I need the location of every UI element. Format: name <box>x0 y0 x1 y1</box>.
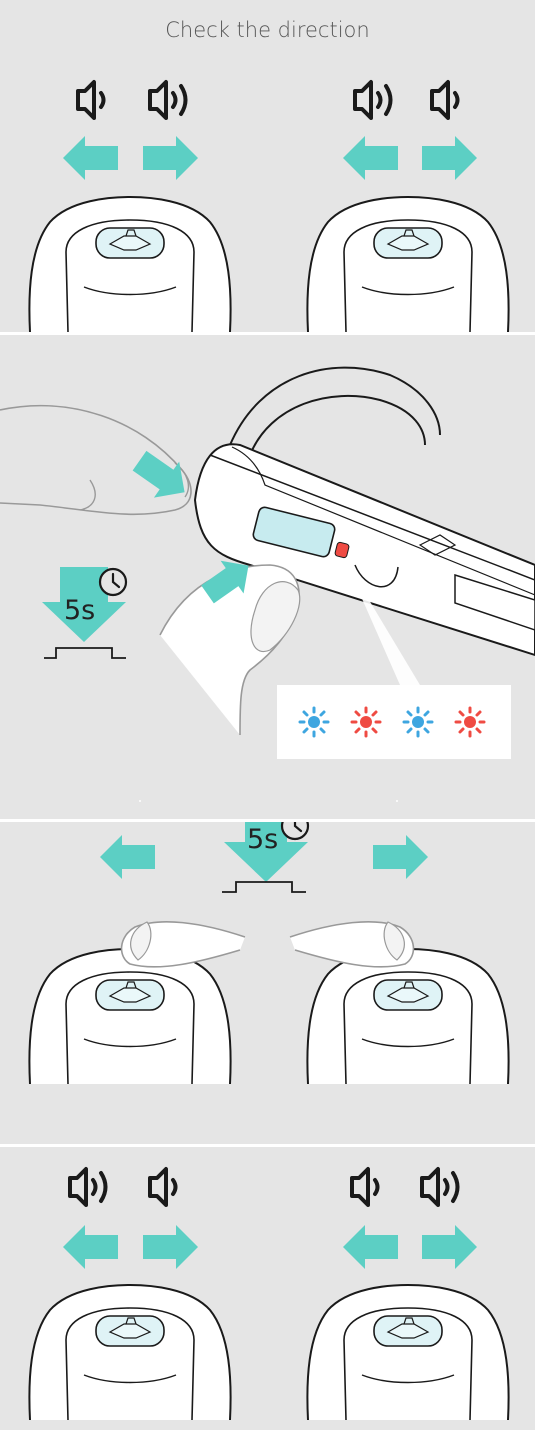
speaker-soft-icon <box>352 1169 378 1205</box>
finger-icon <box>122 922 245 967</box>
arrow-left-icon <box>100 835 155 879</box>
earpiece-left <box>29 197 230 332</box>
arrow-right-icon <box>143 1225 198 1269</box>
arrow-right-icon <box>422 136 477 180</box>
panel-check-direction: Check the direction <box>0 0 535 332</box>
earpiece-right <box>307 949 508 1084</box>
arrow-right-icon <box>373 835 428 879</box>
earpiece-left <box>29 949 230 1084</box>
sync-illustration <box>0 822 535 1144</box>
earpiece-right <box>307 1285 508 1420</box>
speaker-loud-icon <box>422 1169 458 1205</box>
led-blink-blue-icon <box>300 708 328 736</box>
clock-icon <box>282 822 308 839</box>
speaker-soft-icon <box>78 82 104 118</box>
led-blink-blue-icon <box>404 708 432 736</box>
speaker-loud-icon <box>150 82 186 118</box>
speaker-loud-icon <box>355 82 391 118</box>
arrow-left-icon <box>343 136 398 180</box>
direction-illustration <box>0 0 535 332</box>
led-blink-red-icon <box>352 708 380 736</box>
led-sequence <box>277 685 511 759</box>
arrow-right-icon <box>422 1225 477 1269</box>
led-blink-red-icon <box>456 708 484 736</box>
arrow-left-icon <box>63 1225 118 1269</box>
timer-label: 5s <box>64 595 95 626</box>
timer-label: 5s <box>247 824 278 855</box>
panel-result-direction <box>0 1147 535 1430</box>
arrow-right-icon <box>143 136 198 180</box>
result-illustration <box>0 1147 535 1430</box>
panel-press-buttons: 5s <box>0 335 535 819</box>
speaker-soft-icon <box>150 1169 176 1205</box>
arrow-left-icon <box>343 1225 398 1269</box>
clock-icon <box>100 569 126 595</box>
arrow-left-icon <box>63 136 118 180</box>
speaker-loud-icon <box>70 1169 106 1205</box>
led-indicator-box <box>277 685 511 759</box>
earpiece-left <box>29 1285 230 1420</box>
earpiece-right <box>307 197 508 332</box>
panel-sync-press: 5s <box>0 822 535 1144</box>
speaker-soft-icon <box>432 82 458 118</box>
finger-icon <box>290 922 413 967</box>
